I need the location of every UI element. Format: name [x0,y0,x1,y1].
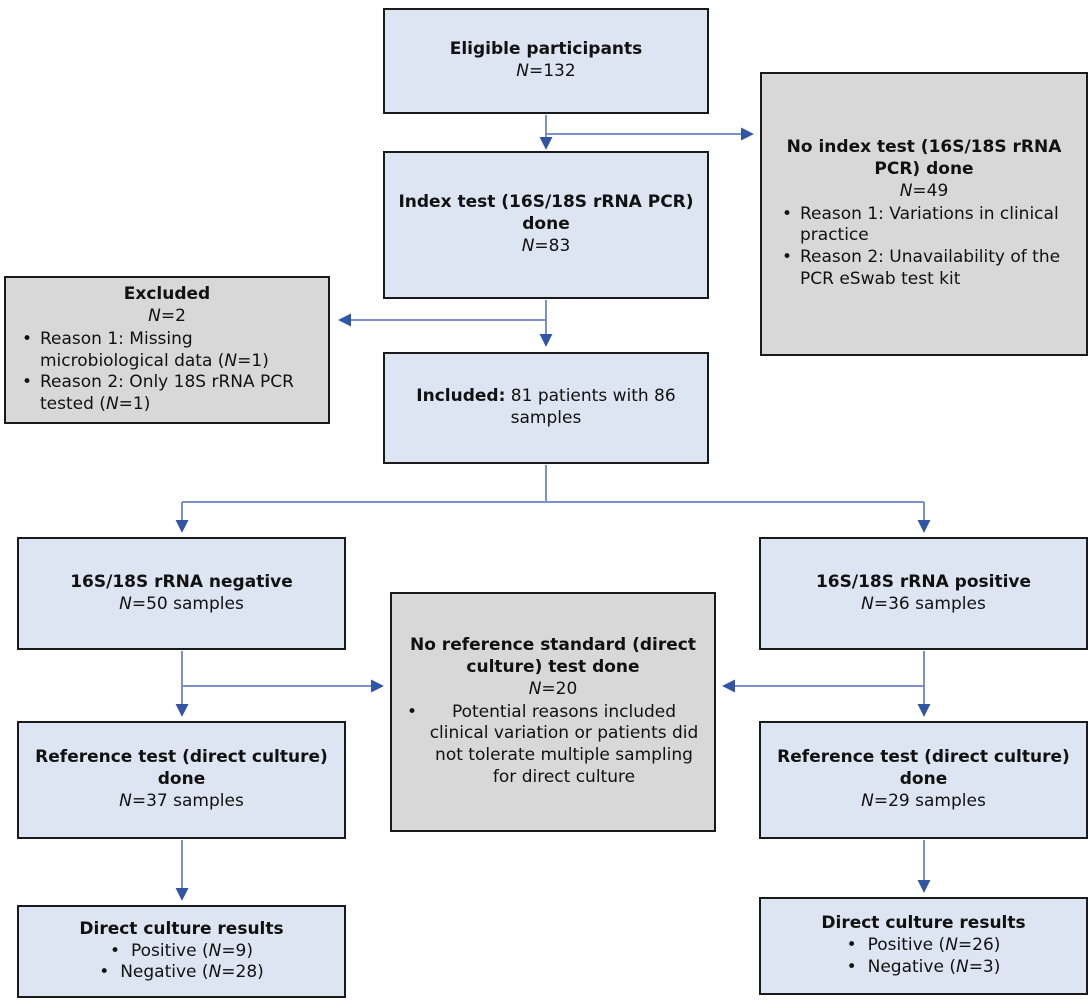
reason-list: • Reason 1: Missing microbiological data… [14,329,320,416]
box-included: Included: 81 patients with 86 samples [383,352,709,464]
reason-text: Reason 1: Missing microbiological data (… [40,328,269,371]
box-title: No index test (16S/18S rRNA PCR) done [786,137,1062,180]
reason-text: Potential reasons included clinical vari… [429,701,699,787]
box-title: Index test (16S/18S rRNA PCR) done [398,192,694,235]
n-count: N=132 [397,61,695,83]
bullet-icon: • [846,956,857,977]
reason-text: Reason 2: Only 18S rRNA PCR tested (N=1) [40,372,294,414]
bullet-icon: • [109,940,121,961]
bullet-icon: • [781,247,793,268]
box-title: Reference test (direct culture) done [35,747,328,790]
n-value: =29 samples [873,790,986,811]
box-no-reference-test: No reference standard (direct culture) t… [390,592,716,832]
box-no-index-test: No index test (16S/18S rRNA PCR) done N=… [760,72,1088,356]
n-symbol: N [516,61,529,81]
included-label: Included: [416,386,506,407]
n-value: =36 samples [873,593,986,614]
box-rrna-positive: 16S/18S rRNA positive N=36 samples [759,537,1088,650]
box-index-test-done: Index test (16S/18S rRNA PCR) done N=83 [383,151,709,299]
n-count: N=83 [397,236,695,258]
reason-item: • Potential reasons included clinical va… [401,702,705,789]
result-item: • Positive (N=9) [31,941,332,963]
box-eligible-participants: Eligible participants N=132 [383,8,709,114]
box-title: No reference standard (direct culture) t… [409,635,697,678]
reason-item: • Reason 2: Only 18S rRNA PCR tested (N=… [14,372,320,416]
n-symbol: N [861,790,874,811]
box-title: Excluded [123,284,211,305]
n-count: N=29 samples [773,791,1074,813]
bullet-icon: • [21,372,33,393]
n-symbol: N [119,790,132,811]
box-rrna-negative: 16S/18S rRNA negative N=50 samples [17,537,346,650]
bullet-icon: • [846,935,857,956]
n-symbol: N [119,593,132,614]
reason-list: • Potential reasons included clinical va… [401,702,705,789]
box-title: 16S/18S rRNA negative [70,571,293,592]
reason-item: • Reason 2: Unavailability of the PCR eS… [774,247,1074,291]
n-value: =37 samples [131,790,244,811]
result-item: • Negative (N=28) [31,962,332,984]
n-count: N=37 samples [31,791,332,813]
reason-list: • Reason 1: Variations in clinical pract… [774,204,1074,291]
n-count: N=2 [14,306,320,328]
bullet-icon: • [99,962,110,983]
n-value: =50 samples [131,593,244,614]
n-symbol: N [899,180,913,201]
result-text: Positive (N=26) [867,935,1001,956]
bullet-icon: • [406,701,418,722]
box-excluded: Excluded N=2 • Reason 1: Missing microbi… [4,276,330,424]
result-item: • Positive (N=26) [773,935,1074,957]
reason-text: Reason 1: Variations in clinical practic… [800,203,1059,246]
n-symbol: N [148,306,161,326]
n-value: =83 [534,235,571,256]
box-culture-results-negative-arm: Direct culture results • Positive (N=9) … [17,905,346,998]
reason-text: Reason 2: Unavailability of the PCR eSwa… [800,247,1061,289]
included-detail: 81 patients with 86 samples [505,386,676,428]
box-title: Direct culture results [79,918,284,939]
n-count: N=20 [401,679,705,701]
n-value: =2 [160,306,186,326]
reason-item: • Reason 1: Missing microbiological data… [14,329,320,373]
box-reference-test-negative-arm: Reference test (direct culture) done N=3… [17,721,346,839]
result-item: • Negative (N=3) [773,957,1074,979]
reason-item: • Reason 1: Variations in clinical pract… [774,204,1074,248]
n-symbol: N [521,235,535,256]
box-culture-results-positive-arm: Direct culture results • Positive (N=26)… [759,897,1088,995]
bullet-icon: • [781,203,793,224]
result-text: Negative (N=3) [867,956,1001,977]
n-value: =132 [529,61,576,81]
box-title: Reference test (direct culture) done [777,747,1070,790]
result-text: Positive (N=9) [131,940,254,961]
box-title: 16S/18S rRNA positive [815,571,1032,592]
box-title: Direct culture results [821,913,1026,934]
result-text: Negative (N=28) [120,962,264,983]
n-value: =49 [912,180,949,201]
n-symbol: N [861,593,874,614]
n-count: N=36 samples [773,594,1074,616]
n-value: =20 [541,678,578,699]
bullet-icon: • [21,328,33,349]
n-symbol: N [528,678,542,699]
n-count: N=50 samples [31,594,332,616]
box-title: Eligible participants [449,39,643,60]
n-count: N=49 [774,181,1074,203]
box-reference-test-positive-arm: Reference test (direct culture) done N=2… [759,721,1088,839]
included-text: Included: 81 patients with 86 samples [397,386,695,430]
